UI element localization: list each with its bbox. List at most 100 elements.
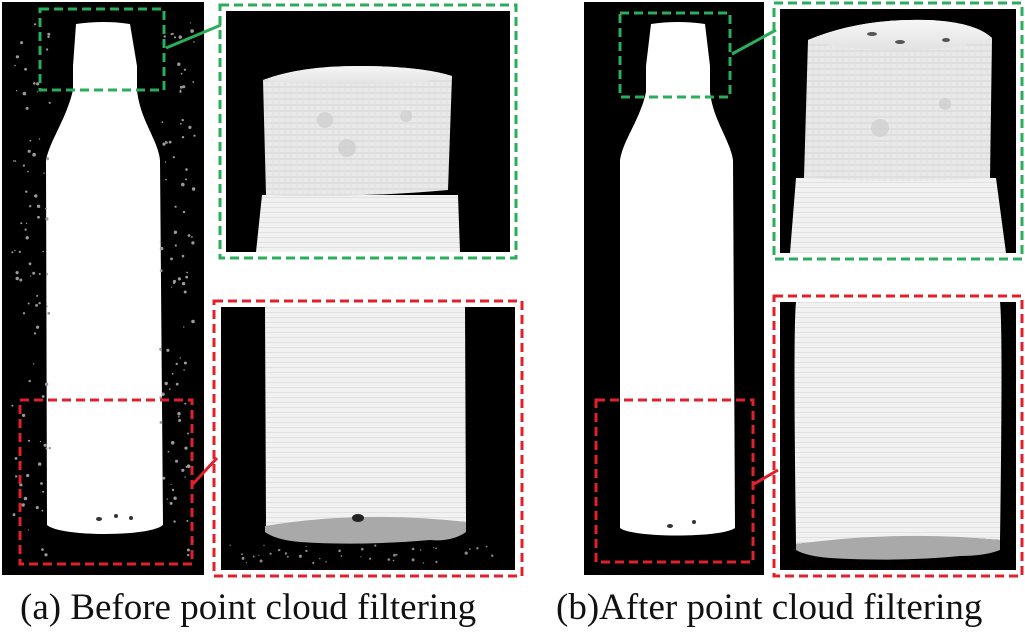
noise-point — [181, 182, 185, 187]
noise-point — [15, 90, 18, 92]
noise-point — [36, 204, 41, 208]
noise-point — [26, 473, 30, 478]
panel-a-red-roi-box — [18, 398, 194, 566]
noise-point — [411, 558, 415, 562]
noise-point — [392, 559, 395, 562]
panel-a-base-marks — [96, 514, 133, 521]
noise-point — [180, 122, 182, 125]
noise-point — [170, 441, 175, 445]
panel-b-bottle — [620, 22, 735, 536]
noise-point — [183, 326, 185, 328]
noise-point — [187, 432, 190, 435]
noise-point — [44, 382, 49, 386]
noise-point — [43, 172, 45, 174]
noise-point — [159, 269, 163, 273]
panel-b — [584, 1, 1024, 578]
noise-point — [191, 236, 193, 238]
noise-point — [305, 545, 307, 548]
noise-point — [178, 419, 182, 422]
noise-point — [175, 362, 178, 366]
noise-point — [161, 121, 164, 123]
noise-point — [191, 319, 195, 324]
noise-point — [187, 234, 191, 237]
noise-point — [184, 476, 186, 478]
noise-point — [193, 134, 196, 137]
panel-b-top-zoom-holes — [867, 32, 950, 44]
noise-point — [24, 228, 27, 231]
noise-point — [46, 273, 49, 276]
noise-point — [258, 554, 260, 557]
noise-point — [24, 67, 27, 71]
noise-point — [165, 178, 167, 181]
noise-point — [41, 548, 44, 551]
noise-point — [173, 496, 177, 500]
noise-point — [183, 290, 187, 294]
noise-point — [47, 32, 51, 36]
noise-point — [185, 275, 189, 279]
noise-point — [175, 382, 179, 386]
noise-point — [36, 325, 40, 329]
panel-a-noise-points — [11, 22, 196, 557]
noise-point — [162, 142, 166, 146]
panel-b-bottom-zoom-body — [794, 302, 1002, 544]
noise-point — [193, 41, 195, 43]
noise-point — [181, 281, 186, 286]
noise-point — [38, 462, 42, 466]
noise-point — [187, 465, 190, 468]
noise-point — [15, 271, 19, 275]
noise-point — [35, 304, 38, 307]
noise-point — [186, 271, 189, 274]
noise-point — [181, 468, 185, 472]
noise-point — [171, 286, 173, 288]
noise-point — [25, 236, 29, 240]
noise-point — [32, 271, 36, 275]
noise-point — [159, 421, 163, 424]
noise-point — [42, 490, 45, 493]
noise-point — [33, 332, 37, 335]
noise-point — [179, 357, 181, 359]
noise-point — [360, 556, 362, 558]
noise-point — [167, 450, 170, 453]
noise-point — [286, 555, 289, 558]
noise-point — [340, 555, 343, 557]
noise-point — [171, 488, 175, 492]
noise-point — [182, 85, 186, 89]
panel-a-bottom-zoom-defect — [352, 514, 364, 522]
panel-a-top-zoom-surface-spots — [317, 110, 412, 157]
noise-point — [181, 118, 184, 122]
noise-point — [34, 194, 38, 198]
noise-point — [169, 501, 173, 505]
noise-point — [38, 302, 41, 305]
noise-point — [47, 35, 50, 39]
noise-point — [25, 106, 29, 110]
noise-point — [159, 241, 162, 243]
noise-point — [46, 48, 49, 51]
noise-point — [186, 519, 189, 522]
noise-point — [259, 559, 263, 563]
noise-point — [33, 82, 36, 85]
noise-point — [491, 554, 494, 557]
noise-point — [305, 549, 308, 553]
noise-point — [174, 244, 177, 247]
noise-point — [319, 557, 321, 560]
noise-point — [14, 160, 17, 162]
noise-point — [369, 557, 372, 560]
noise-point — [298, 554, 302, 558]
noise-point — [28, 262, 32, 266]
noise-point — [325, 561, 327, 563]
noise-point — [47, 311, 51, 315]
noise-point — [20, 222, 23, 225]
noise-point — [23, 496, 28, 501]
noise-point — [433, 547, 435, 549]
noise-point — [361, 547, 364, 551]
noise-point — [30, 275, 32, 277]
noise-point — [173, 230, 178, 234]
noise-point — [29, 139, 32, 142]
noise-point — [36, 91, 38, 93]
noise-point — [22, 312, 26, 315]
noise-point — [476, 547, 479, 550]
noise-point — [178, 35, 182, 39]
noise-point — [159, 246, 164, 251]
noise-point — [169, 388, 171, 390]
